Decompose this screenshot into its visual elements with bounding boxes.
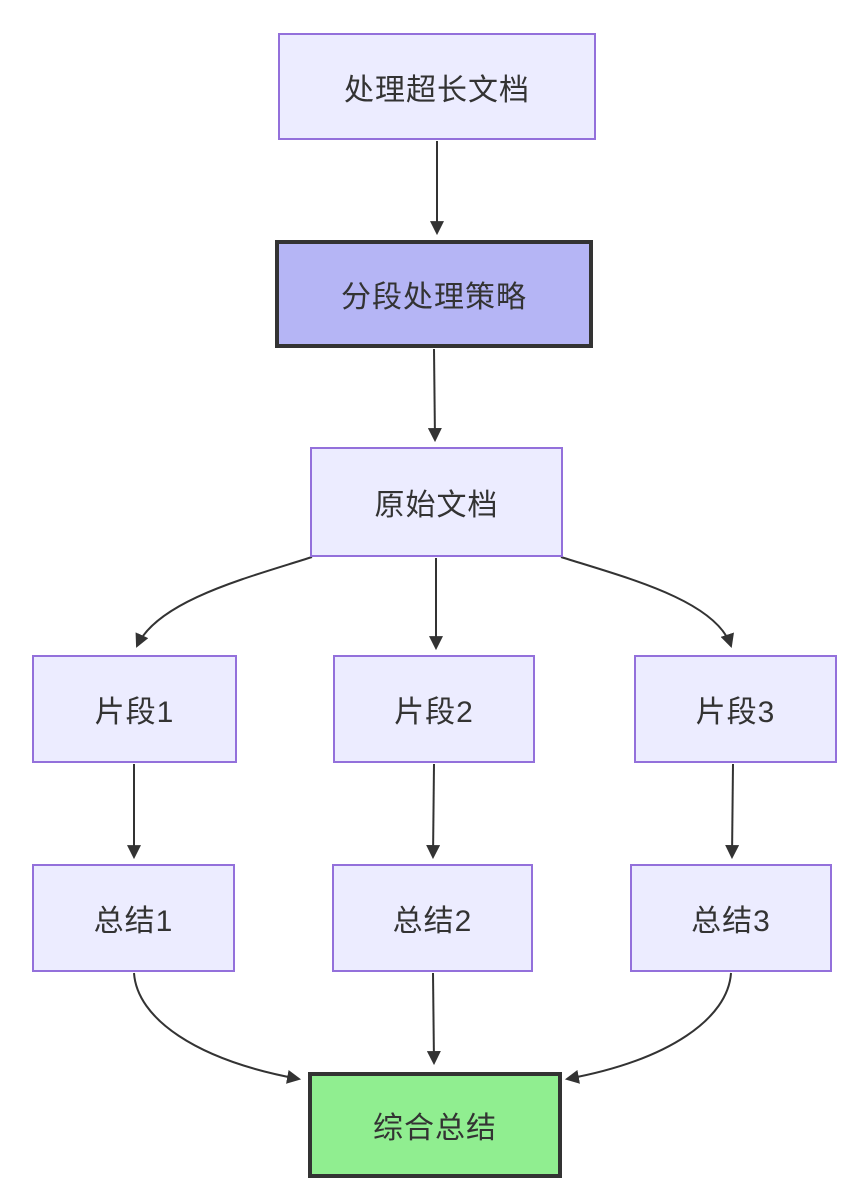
edge-original-seg1 (135, 556, 313, 648)
edge-sum3-final (564, 972, 732, 1084)
node-summary-1: 总结1 (32, 864, 235, 972)
node-label: 综合总结 (373, 1112, 497, 1145)
node-label: 总结3 (691, 905, 771, 938)
node-summary-2: 总结2 (332, 864, 533, 972)
node-segment-3: 片段3 (634, 655, 837, 763)
edge-seg3-sum3 (725, 763, 740, 860)
node-label: 总结1 (93, 905, 174, 938)
node-segment-2: 片段2 (333, 655, 535, 763)
edge-original-seg3 (560, 556, 734, 648)
node-combined-summary: 综合总结 (308, 1072, 562, 1178)
node-original-document: 原始文档 (310, 447, 563, 557)
node-label: 片段3 (695, 696, 776, 729)
edge-sum1-final (133, 972, 302, 1084)
node-segmentation-strategy: 分段处理策略 (275, 240, 593, 348)
edge-strategy-original (427, 348, 442, 443)
node-label: 分段处理策略 (341, 281, 527, 314)
node-segment-1: 片段1 (32, 655, 237, 763)
node-label: 片段1 (94, 696, 175, 729)
node-label: 总结2 (392, 905, 473, 938)
edge-seg2-sum2 (426, 763, 441, 860)
node-process-long-document: 处理超长文档 (278, 33, 596, 140)
node-summary-3: 总结3 (630, 864, 832, 972)
edge-sum2-final (426, 972, 441, 1066)
node-label: 片段2 (394, 696, 474, 729)
node-label: 处理超长文档 (344, 73, 530, 107)
node-label: 原始文档 (374, 489, 499, 522)
